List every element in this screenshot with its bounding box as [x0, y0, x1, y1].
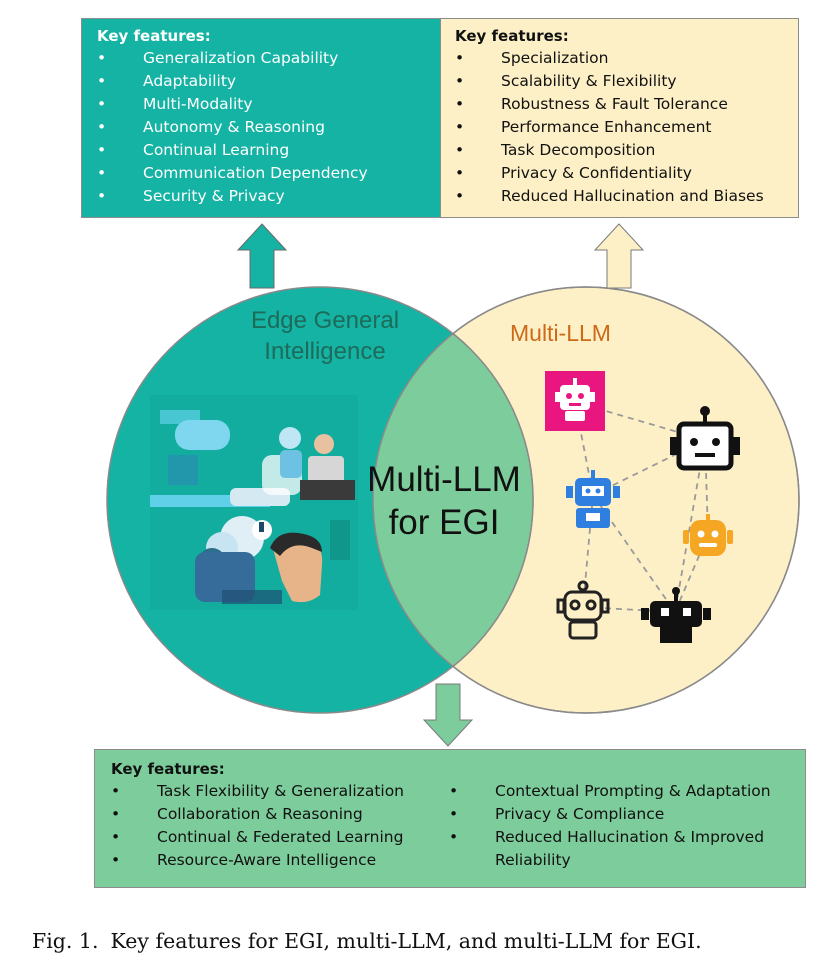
list-item: •Performance Enhancement — [455, 118, 712, 136]
arrow-down-combined — [422, 683, 474, 747]
list-item: •Resource-Aware Intelligence — [111, 851, 377, 869]
list-item: •Task Flexibility & Generalization — [111, 782, 405, 800]
robot-icon-dark — [641, 587, 711, 643]
list-item: •Security & Privacy — [97, 187, 285, 205]
list-item: •Specialization — [455, 49, 609, 67]
mllm-features-list: •Specialization •Scalability & Flexibili… — [455, 47, 798, 208]
combined-features-list-left: •Task Flexibility & Generalization •Coll… — [111, 780, 449, 872]
caption-text: Key features for EGI, multi-LLM, and mul… — [110, 929, 702, 953]
robot-icon-black — [670, 406, 740, 471]
robot-icon-outline — [556, 580, 610, 640]
list-item: •Generalization Capability — [97, 49, 339, 67]
list-item: •Robustness & Fault Tolerance — [455, 95, 728, 113]
arrow-up-mllm — [593, 223, 645, 289]
list-item: •Continual Learning — [97, 141, 290, 159]
figure-caption: Fig. 1. Key features for EGI, multi-LLM, … — [32, 929, 702, 953]
list-item: •Scalability & Flexibility — [455, 72, 677, 90]
robot-icon-pink — [545, 371, 605, 431]
mllm-circle-label: Multi-LLM — [510, 320, 611, 346]
mllm-features-header: Key features: — [455, 27, 569, 45]
list-item: •Reduced Hallucination and Biases — [455, 187, 764, 205]
list-item: •Privacy & Confidentiality — [455, 164, 692, 182]
list-item: •Autonomy & Reasoning — [97, 118, 325, 136]
list-item: •Communication Dependency — [97, 164, 368, 182]
arrow-up-egi — [236, 223, 288, 289]
egi-features-box: Key features: •Generalization Capability… — [81, 18, 441, 218]
list-item: •Privacy & Compliance — [449, 805, 665, 823]
list-item: •Multi-Modality — [97, 95, 253, 113]
list-item: •Task Decomposition — [455, 141, 656, 159]
combined-features-list-right: •Contextual Prompting & Adaptation •Priv… — [449, 780, 795, 872]
intersection-label: Multi-LLM for EGI — [367, 460, 521, 542]
combined-features-box: Key features: •Task Flexibility & Genera… — [94, 749, 806, 888]
circle-intersection — [373, 287, 534, 713]
list-item: •Reduced Hallucination & Improved Reliab… — [449, 828, 765, 869]
list-item: •Adaptability — [97, 72, 237, 90]
combined-features-header: Key features: — [111, 760, 225, 778]
robot-icon-orange — [683, 514, 733, 556]
list-item: •Continual & Federated Learning — [111, 828, 404, 846]
list-item: •Collaboration & Reasoning — [111, 805, 363, 823]
edge-ai-illustration — [150, 395, 358, 610]
egi-circle-label: Edge General Intelligence — [250, 307, 400, 365]
list-item: •Contextual Prompting & Adaptation — [449, 782, 771, 800]
egi-features-header: Key features: — [97, 27, 211, 45]
egi-features-list: •Generalization Capability •Adaptability… — [97, 47, 440, 208]
figure-number: Fig. 1. — [32, 929, 99, 953]
mllm-features-box: Key features: •Specialization •Scalabili… — [440, 18, 799, 218]
robot-icon-blue — [566, 470, 620, 528]
